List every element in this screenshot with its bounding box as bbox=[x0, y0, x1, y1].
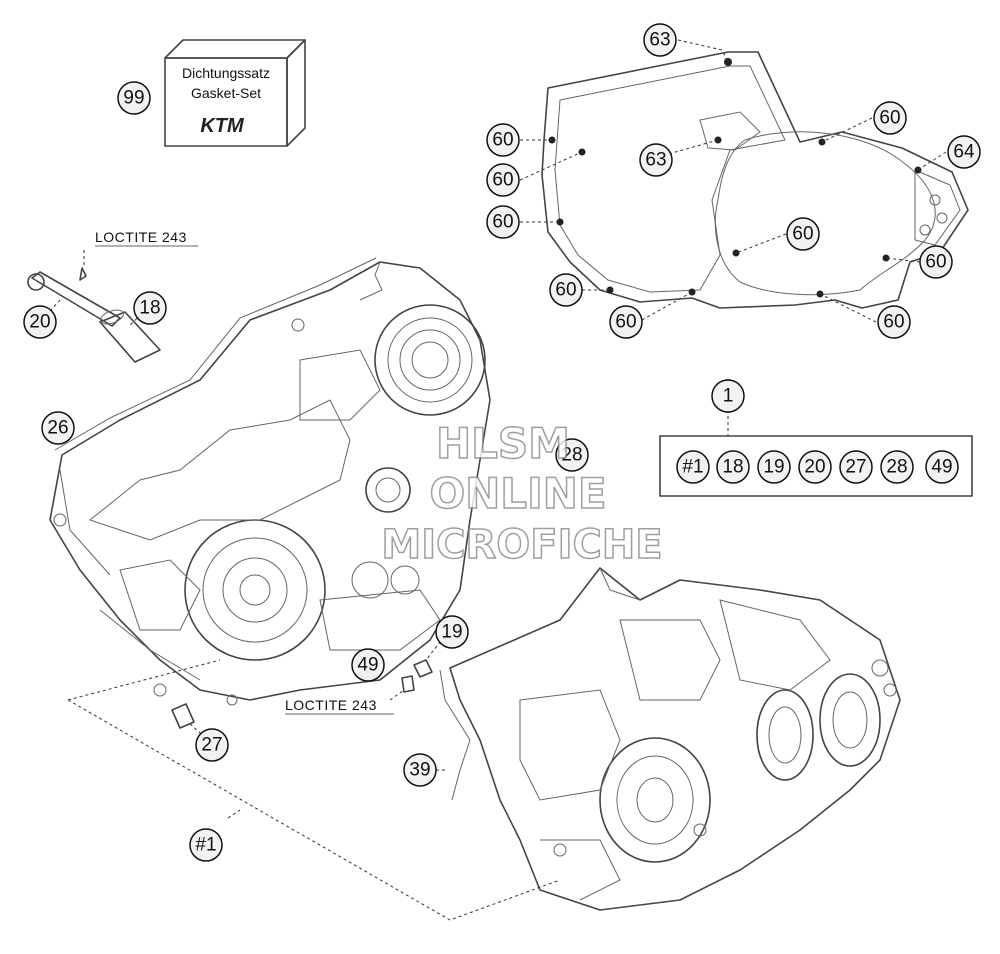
svg-text:60: 60 bbox=[492, 170, 513, 191]
svg-text:20: 20 bbox=[29, 312, 50, 333]
svg-text:HLSM: HLSM bbox=[436, 419, 570, 468]
callout-19: 19 bbox=[435, 615, 469, 649]
loctite-note-bottom: LOCTITE 243 bbox=[285, 697, 377, 713]
callout-60-left-3: 60 bbox=[486, 205, 520, 239]
svg-text:60: 60 bbox=[492, 212, 513, 233]
svg-text:63: 63 bbox=[649, 30, 670, 51]
callout-60-left-1: 60 bbox=[486, 123, 520, 157]
svg-text:1: 1 bbox=[723, 386, 734, 407]
ktm-logo: KTM bbox=[200, 115, 245, 137]
kit-contents-box bbox=[659, 410, 973, 497]
callout-27: 27 bbox=[195, 728, 229, 762]
svg-text:60: 60 bbox=[492, 130, 513, 151]
svg-text:60: 60 bbox=[555, 280, 576, 301]
svg-text:49: 49 bbox=[931, 457, 952, 478]
callout-1: 1 bbox=[711, 379, 745, 413]
svg-text:60: 60 bbox=[925, 252, 946, 273]
svg-text:27: 27 bbox=[201, 735, 222, 756]
callout-63-gasket: 63 bbox=[639, 143, 673, 177]
callout-63-top: 63 bbox=[643, 23, 677, 57]
assembly-leader bbox=[67, 659, 561, 921]
svg-text:27: 27 bbox=[845, 457, 866, 478]
loctite-note-top: LOCTITE 243 bbox=[95, 229, 187, 245]
left-case-gasket bbox=[54, 257, 377, 451]
callout-39: 39 bbox=[403, 753, 437, 787]
gasket-box-line2: Gasket-Set bbox=[191, 85, 261, 101]
svg-text:99: 99 bbox=[123, 88, 144, 109]
loctite-notes: LOCTITE 243 LOCTITE 243 bbox=[95, 229, 394, 715]
kit-item: 19 bbox=[757, 450, 791, 484]
svg-text:60: 60 bbox=[879, 108, 900, 129]
gasket-box-line1: Dichtungssatz bbox=[182, 65, 270, 81]
svg-text:18: 18 bbox=[139, 298, 160, 319]
svg-text:#1: #1 bbox=[682, 457, 703, 478]
left-crankcase-half bbox=[49, 261, 491, 706]
callout-60-center: 60 bbox=[786, 217, 820, 251]
svg-text:20: 20 bbox=[804, 457, 825, 478]
svg-text:39: 39 bbox=[409, 760, 430, 781]
kit-item: 18 bbox=[716, 450, 750, 484]
svg-text:28: 28 bbox=[886, 457, 907, 478]
right-case-gasket bbox=[430, 669, 471, 801]
svg-text:#1: #1 bbox=[195, 835, 216, 856]
kit-item: 20 bbox=[798, 450, 832, 484]
svg-text:ONLINE: ONLINE bbox=[429, 469, 606, 518]
callout-assembly-1: #1 bbox=[189, 828, 223, 862]
callout-20: 20 bbox=[23, 305, 57, 339]
callout-60-bottom-left: 60 bbox=[549, 273, 583, 307]
callout-60-bottom-mid: 60 bbox=[609, 305, 643, 339]
callout-26: 26 bbox=[41, 411, 75, 445]
clutch-cover-gasket bbox=[541, 51, 969, 309]
callout-60-bottom-right: 60 bbox=[877, 305, 911, 339]
callout-64: 64 bbox=[947, 135, 981, 169]
svg-text:19: 19 bbox=[763, 457, 784, 478]
kit-item: 27 bbox=[839, 450, 873, 484]
svg-text:19: 19 bbox=[441, 622, 462, 643]
watermark: HLSM ONLINE MICROFICHE bbox=[381, 418, 664, 569]
dowel-pins bbox=[171, 631, 449, 743]
callout-49: 49 bbox=[351, 648, 385, 682]
svg-text:49: 49 bbox=[357, 655, 378, 676]
callout-60-top-right: 60 bbox=[873, 101, 907, 135]
callout-18: 18 bbox=[133, 291, 167, 325]
svg-text:60: 60 bbox=[615, 312, 636, 333]
kit-item: 49 bbox=[925, 450, 959, 484]
kit-item: #1 bbox=[676, 450, 710, 484]
callout-60-left-2: 60 bbox=[486, 163, 520, 197]
svg-text:MICROFICHE: MICROFICHE bbox=[381, 522, 662, 568]
svg-text:64: 64 bbox=[953, 142, 975, 163]
svg-text:28: 28 bbox=[561, 445, 582, 466]
right-crankcase-half bbox=[449, 567, 901, 911]
svg-text:18: 18 bbox=[722, 457, 743, 478]
svg-text:26: 26 bbox=[47, 418, 68, 439]
callout-99: 99 bbox=[117, 81, 151, 115]
callout-28: 28 bbox=[555, 438, 589, 472]
svg-text:60: 60 bbox=[792, 224, 813, 245]
kit-item: 28 bbox=[880, 450, 914, 484]
gasket-set-box: Dichtungssatz Gasket-Set KTM bbox=[164, 39, 306, 147]
svg-text:60: 60 bbox=[883, 312, 904, 333]
clutch-gasket-leaders bbox=[519, 39, 947, 323]
svg-text:63: 63 bbox=[645, 150, 666, 171]
callout-60-right: 60 bbox=[919, 245, 953, 279]
